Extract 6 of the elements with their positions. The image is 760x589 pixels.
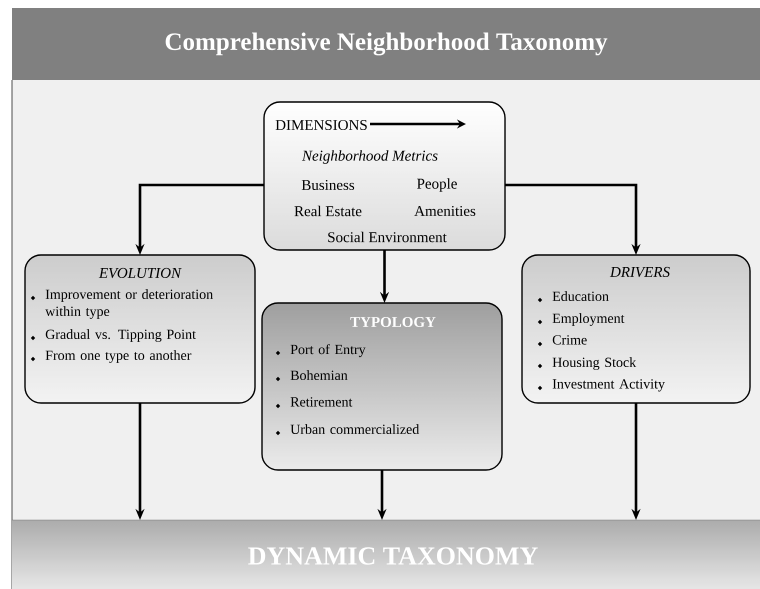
metrics-box: DIMENSIONS Neighborhood Metrics Business People Real Estate Amenities Social Environment: [263, 101, 506, 251]
category-box: TYPOLOGY Port of Entry Bohemian Retirement Urban commercialized: [261, 302, 503, 471]
result-band: DYNAMIC TAXONOMY: [12, 520, 760, 565]
title-band: Comprehensive Neighborhood Taxonomy: [12, 8, 760, 80]
category-box: DRIVERS Education Employment Crime Housing Stock Investment Activity: [521, 254, 751, 404]
category-box: EVOLUTION Improvement or deterioration within type Gradual vs. Tipping Point From one type to another: [24, 254, 256, 404]
